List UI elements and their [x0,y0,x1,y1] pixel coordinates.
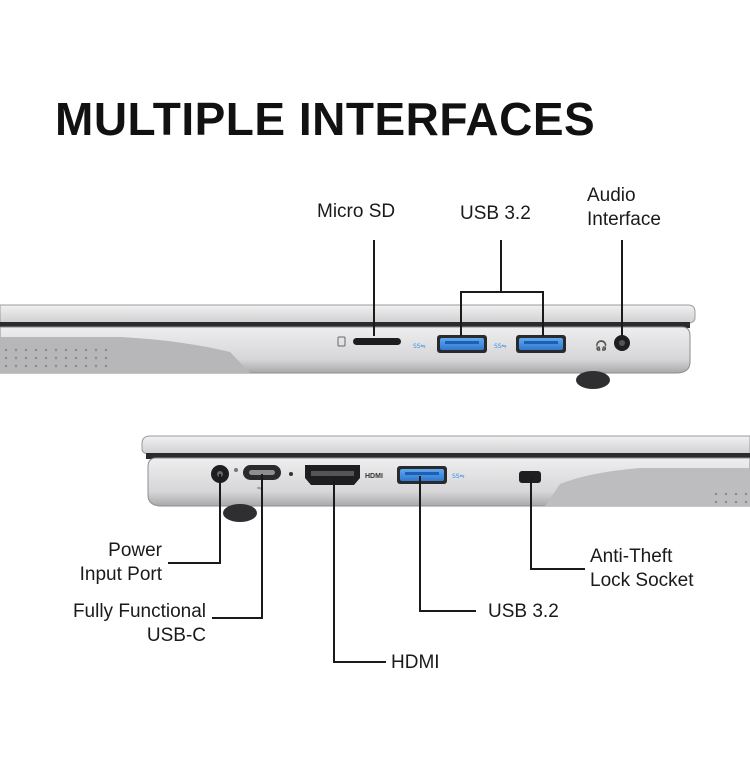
label-power-line1: Power [108,540,162,561]
superspeed-logo-icon: SS⇋ [413,343,426,350]
rubber-foot [223,504,257,522]
usb-a-port-icon [397,466,447,484]
callout-lines-top [373,240,623,336]
label-lock-line2: Lock Socket [590,570,694,591]
hdmi-port-icon [305,465,360,485]
usb-c-port-icon: ⇋ [243,465,293,492]
vent-grille [4,348,108,368]
usb-a-port-icon [437,335,487,353]
label-audio-line1: Audio [587,185,636,206]
superspeed-logo-icon: SS⇋ [452,473,465,480]
headphone-icon: 🎧 [595,339,607,352]
label-usb-bottom: USB 3.2 [488,601,559,622]
label-usbc-line1: Fully Functional [72,601,206,622]
label-usbc-line2: USB-C [146,625,206,646]
laptop-bottom-view: ⇋ HDMI SS⇋ [141,435,750,663]
callout-lines-bottom [168,474,585,663]
hdmi-port-text: HDMI [365,473,383,480]
micro-sd-slot-icon [337,336,401,347]
page-title: MULTIPLE INTERFACES [55,93,596,145]
label-lock-line1: Anti-Theft [590,546,673,567]
label-hdmi: HDMI [391,652,440,673]
label-usb-top: USB 3.2 [460,203,531,224]
superspeed-logo-icon: SS⇋ [494,343,507,350]
rubber-foot [576,371,610,389]
label-audio-interface: Audio Interface [587,184,661,232]
vent-grille [714,492,748,504]
laptop-top-view: SS⇋ SS⇋ 🎧 [0,240,696,389]
svg-text:⇋: ⇋ [257,486,261,492]
usb-a-port-icon [516,335,566,353]
label-micro-sd: Micro SD [317,201,396,222]
label-power-input: Power Input Port [40,539,162,587]
label-power-line2: Input Port [79,564,162,585]
label-anti-theft: Anti-Theft Lock Socket [590,545,694,593]
label-audio-line2: Interface [587,209,661,230]
label-usb-c: Fully Functional USB-C [20,600,206,648]
audio-jack-icon [614,335,630,351]
